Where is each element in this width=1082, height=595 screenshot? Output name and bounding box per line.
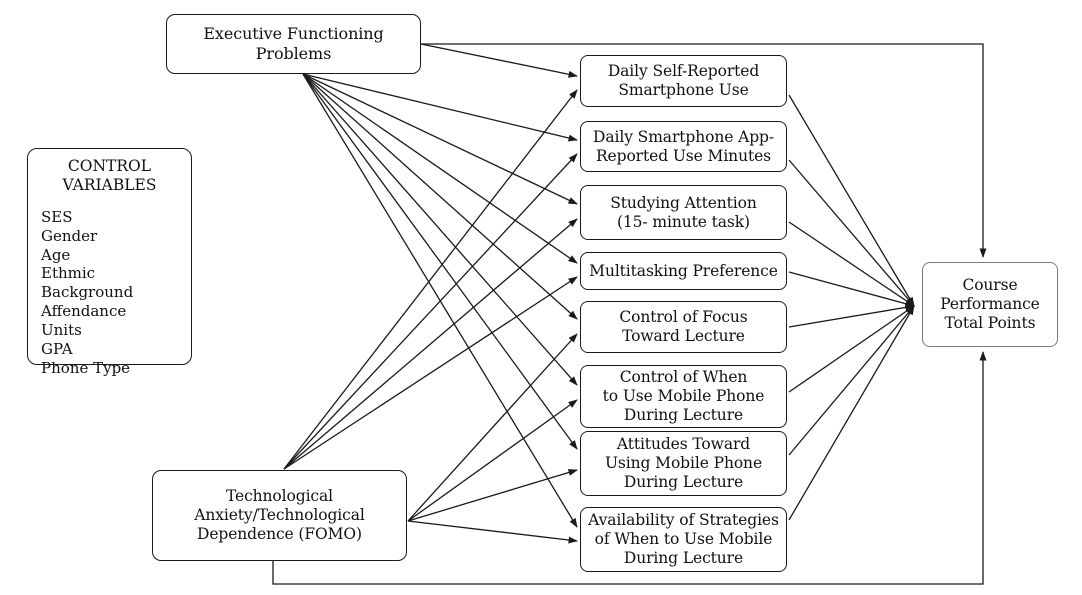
- node-label: Daily Smartphone App- Reported Use Minut…: [593, 127, 774, 165]
- node-attitudes-toward-using-mobile-phone: Attitudes Toward Using Mobile Phone Duri…: [580, 431, 787, 496]
- node-label: Studying Attention (15- minute task): [610, 193, 757, 231]
- control-variables-title: CONTROL VARIABLES: [62, 157, 157, 194]
- edge-efp-to-m4: [302, 73, 578, 264]
- node-label: Daily Self-Reported Smartphone Use: [607, 62, 760, 99]
- node-multitasking-preference: Multitasking Preference: [580, 252, 787, 290]
- edge-efp-to-m6: [302, 73, 578, 386]
- edge-ta-to-m4: [283, 276, 578, 470]
- edge-ta-to-m3: [283, 218, 578, 470]
- node-studying-attention: Studying Attention (15- minute task): [580, 185, 787, 240]
- edge-efp-to-m5: [302, 73, 578, 320]
- control-variable-item: Ethmic Background: [41, 264, 134, 302]
- node-label: Attitudes Toward Using Mobile Phone Duri…: [604, 435, 763, 491]
- edge-efp-to-m3: [302, 73, 578, 205]
- edge-m3-to-course: [788, 221, 915, 307]
- edge-m1-to-course: [788, 94, 915, 307]
- edge-ta-to-m7: [407, 469, 578, 522]
- node-label: Course Performance Total Points: [940, 276, 1040, 332]
- node-label: Technological Anxiety/Technological Depe…: [194, 487, 365, 543]
- edge-m4-to-course: [788, 271, 915, 308]
- control-variable-item: GPA: [41, 340, 73, 359]
- node-availability-of-strategies: Availability of Strategies of When to Us…: [580, 507, 787, 572]
- edge-ta-to-m6: [407, 399, 578, 522]
- node-label: Control of Focus Toward Lecture: [619, 308, 748, 345]
- edge-ta-to-course: [272, 351, 987, 585]
- edge-m8-to-course: [788, 305, 915, 521]
- edge-ta-to-m8: [407, 520, 578, 544]
- edge-ta-to-m1: [283, 89, 578, 470]
- control-variable-item: Gender: [41, 226, 98, 245]
- node-technological-anxiety-fomo: Technological Anxiety/Technological Depe…: [152, 470, 407, 561]
- edge-efp-to-m2: [302, 73, 578, 142]
- edge-m5-to-course: [788, 303, 915, 328]
- node-daily-self-reported-smartphone-use: Daily Self-Reported Smartphone Use: [580, 55, 787, 107]
- node-control-of-when-to-use-mobile-phone: Control of When to Use Mobile Phone Duri…: [580, 365, 787, 428]
- control-variable-item: SES: [41, 207, 73, 226]
- edge-m6-to-course: [788, 305, 915, 393]
- node-label: Executive Functioning Problems: [203, 24, 384, 63]
- control-variable-item: Affendance: [41, 302, 127, 321]
- edge-efp-to-m7: [302, 73, 578, 450]
- edge-m7-to-course: [788, 305, 915, 456]
- edge-efp-to-m1: [420, 43, 578, 78]
- edge-ta-to-m2: [283, 153, 578, 470]
- node-label: Multitasking Preference: [589, 261, 778, 280]
- node-executive-functioning-problems: Executive Functioning Problems: [166, 14, 421, 74]
- node-label: Control of When to Use Mobile Phone Duri…: [602, 368, 765, 424]
- control-variable-item: Units: [41, 321, 82, 340]
- node-daily-smartphone-app-reported-use-minutes: Daily Smartphone App- Reported Use Minut…: [580, 121, 787, 172]
- control-variable-item: Age: [41, 245, 71, 264]
- node-label: Availability of Strategies of When to Us…: [588, 511, 779, 567]
- edge-ta-to-m5: [407, 333, 578, 522]
- edge-m2-to-course: [788, 159, 915, 307]
- node-course-performance-total-points: Course Performance Total Points: [922, 262, 1058, 347]
- edge-efp-to-course: [421, 43, 987, 258]
- node-control-of-focus-toward-lecture: Control of Focus Toward Lecture: [580, 301, 787, 353]
- control-variable-item: Phone Type: [41, 358, 131, 377]
